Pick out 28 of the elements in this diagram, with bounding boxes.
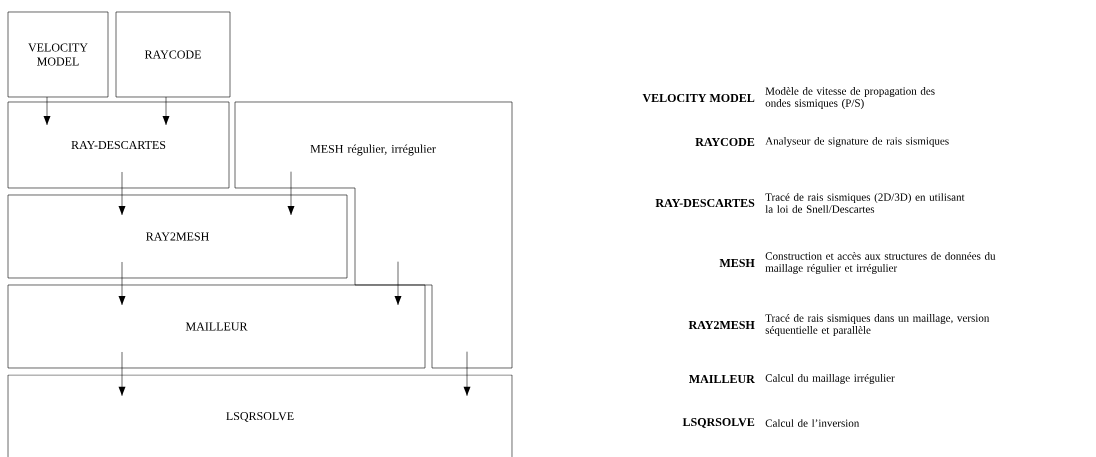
module-description: Calcul de l’inversion — [765, 419, 860, 427]
module-description: Tracé de rais sismiques (2D/3D) en utilisant la loi de Snell/Descartes — [765, 193, 965, 213]
module-box: RAY2MESH — [7, 194, 348, 279]
arrow — [463, 351, 471, 397]
arrow — [394, 261, 402, 306]
module-description: Analyseur de signature de rais sismiques — [765, 137, 949, 147]
module-box: RAY-DESCARTES — [7, 101, 230, 189]
arrow — [43, 96, 51, 126]
module-box: VELOCITY MODEL — [7, 11, 109, 98]
module-name: VELOCITY MODEL — [642, 93, 755, 103]
module-name: MAILLEUR — [689, 375, 755, 383]
arrow — [162, 96, 170, 126]
module-description: Modèle de vitesse de propagation des ondes sismiques (P/S) — [765, 87, 935, 109]
module-name: RAY2MESH — [688, 320, 755, 329]
module-box: LSQRSOLVE — [7, 374, 513, 457]
arrow — [118, 351, 126, 397]
arrow — [118, 261, 126, 306]
module-name: RAY-DESCARTES — [655, 198, 755, 207]
module-name: MESH — [719, 258, 755, 267]
module-description: Calcul du maillage irrégulier — [765, 374, 895, 384]
module-box: RAYCODE — [115, 11, 231, 98]
arrow — [287, 171, 295, 216]
arrow — [118, 171, 126, 216]
module-description: Tracé de rais sismiques dans un maillage, version séquentielle et parallèle — [765, 314, 990, 336]
module-name: LSQRSOLVE — [682, 418, 755, 428]
module-name: RAYCODE — [695, 137, 755, 146]
module-box: MAILLEUR — [7, 284, 426, 369]
module-description: Construction et accès aux structures de données du maillage régulier et irrégulier — [765, 252, 996, 274]
